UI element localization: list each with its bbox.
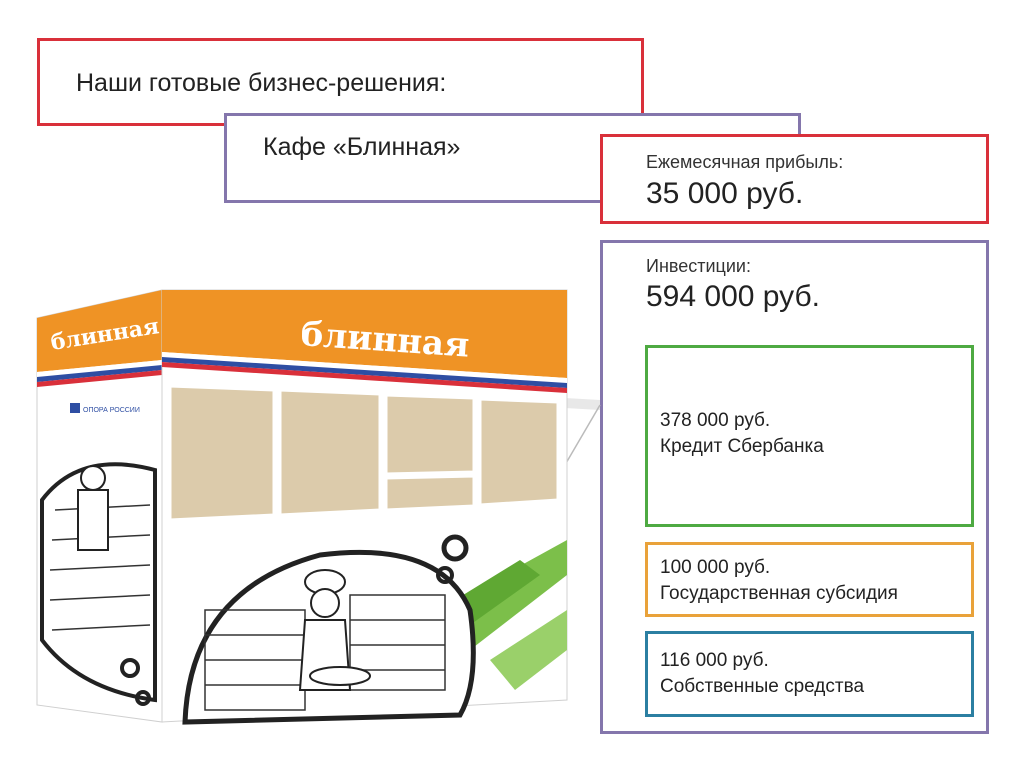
profit-value: 35 000 руб. (646, 177, 804, 210)
credit-source-box: 378 000 руб. Кредит Сбербанка (645, 345, 974, 527)
side-circle-1 (120, 658, 140, 678)
front-circle-2 (436, 566, 454, 584)
side-logo-text: ОПОРА РОССИИ (83, 407, 140, 414)
kiosk-windows (168, 384, 560, 522)
own-funds-source-box: 116 000 руб. Собственные средства (645, 631, 974, 717)
front-drawing-shelves (204, 594, 446, 711)
own-funds-amount: 116 000 руб. (660, 650, 769, 671)
credit-amount: 378 000 руб. (660, 410, 771, 431)
side-cook-head (80, 465, 106, 491)
side-drawing-frame (40, 462, 157, 703)
subsidy-source-box: 100 000 руб. Государственная субсидия (645, 542, 974, 617)
profit-label: Ежемесячная прибыль: (646, 152, 844, 172)
kiosk-illustration: блинная ОПОРА РОССИИ блинная (36, 289, 601, 725)
own-funds-label: Собственные средства (660, 676, 865, 697)
title-box: Наши готовые бизнес-решения: (37, 38, 644, 126)
front-roof (162, 290, 567, 378)
side-circle-2 (135, 690, 151, 706)
business-name: Кафе «Блинная» (263, 133, 461, 161)
front-cook (298, 569, 371, 691)
side-logo-mark (70, 403, 80, 413)
credit-label: Кредит Сбербанка (660, 436, 824, 457)
investment-value: 594 000 руб. (646, 280, 820, 313)
side-roof (37, 290, 162, 372)
profit-box: Ежемесячная прибыль: 35 000 руб. (600, 134, 989, 224)
front-circle-1 (441, 534, 469, 562)
investment-label: Инвестиции: (646, 256, 751, 276)
subsidy-label: Государственная субсидия (660, 583, 898, 604)
page-title: Наши готовые бизнес-решения: (76, 69, 447, 97)
subsidy-amount: 100 000 руб. (660, 557, 771, 578)
